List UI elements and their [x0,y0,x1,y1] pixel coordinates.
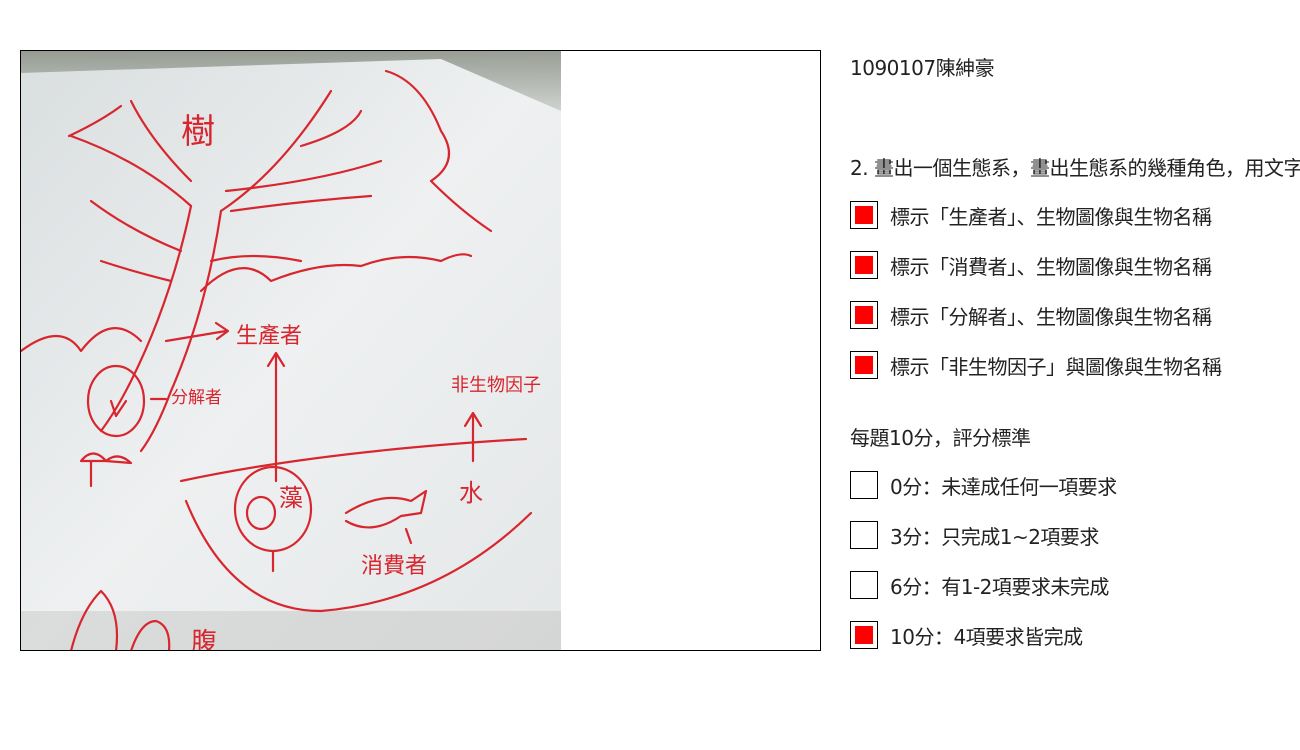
score-checkbox[interactable] [850,521,878,549]
tree-label: 樹 [181,112,215,152]
consumer-label: 消費者 [361,554,427,579]
score-label: 10分：4項要求皆完成 [890,624,1083,649]
ink-labels: 樹 生產者 分解者 非生物因子 水 藻 消費者 腹 [171,112,541,651]
score-label: 0分：未達成任何一項要求 [890,474,1117,499]
criterion-decomposer: 標示「分解者」、生物圖像與生物名稱 [850,300,1212,330]
criterion-label: 標示「分解者」、生物圖像與生物名稱 [890,304,1212,329]
student-drawing-frame: 樹 生產者 分解者 非生物因子 水 藻 消費者 腹 [20,50,821,651]
producer-label: 生產者 [236,324,302,349]
score-option-3: 3分：只完成1~2項要求 [850,520,1099,550]
criterion-checkbox[interactable] [850,351,878,379]
student-drawing-photo: 樹 生產者 分解者 非生物因子 水 藻 消費者 腹 [21,51,561,651]
criterion-label: 標示「非生物因子」與圖像與生物名稱 [890,354,1222,379]
criterion-label: 標示「生產者」、生物圖像與生物名稱 [890,204,1212,229]
score-checkbox[interactable] [850,621,878,649]
criterion-label: 標示「消費者」、生物圖像與生物名稱 [890,254,1212,279]
criterion-consumer: 標示「消費者」、生物圖像與生物名稱 [850,250,1212,280]
criterion-checkbox[interactable] [850,301,878,329]
score-option-6: 6分：有1-2項要求未完成 [850,570,1109,600]
ink-strokes [21,69,533,650]
grading-panel: 1090107陳紳豪 2. 畫出一個生態系，畫出生態系的幾種角色，用文字 標示「… [850,0,1300,750]
score-checkbox[interactable] [850,471,878,499]
question-text: 2. 畫出一個生態系，畫出生態系的幾種角色，用文字 [850,156,1300,180]
score-label: 3分：只完成1~2項要求 [890,524,1099,549]
score-option-0: 0分：未達成任何一項要求 [850,470,1117,500]
score-checkbox[interactable] [850,571,878,599]
bottom-label: 腹 [191,628,217,651]
criterion-producer: 標示「生產者」、生物圖像與生物名稱 [850,200,1212,230]
algae-label: 藻 [279,484,303,512]
criterion-checkbox[interactable] [850,251,878,279]
score-label: 6分：有1-2項要求未完成 [890,574,1109,599]
criterion-abiotic: 標示「非生物因子」與圖像與生物名稱 [850,350,1222,380]
abiotic-label: 非生物因子 [451,375,541,396]
score-option-10: 10分：4項要求皆完成 [850,620,1083,650]
student-label: 1090107陳紳豪 [850,56,995,80]
water-label: 水 [459,479,483,507]
decomposer-label: 分解者 [171,388,222,408]
scoring-title: 每題10分，評分標準 [850,426,1031,450]
criterion-checkbox[interactable] [850,201,878,229]
